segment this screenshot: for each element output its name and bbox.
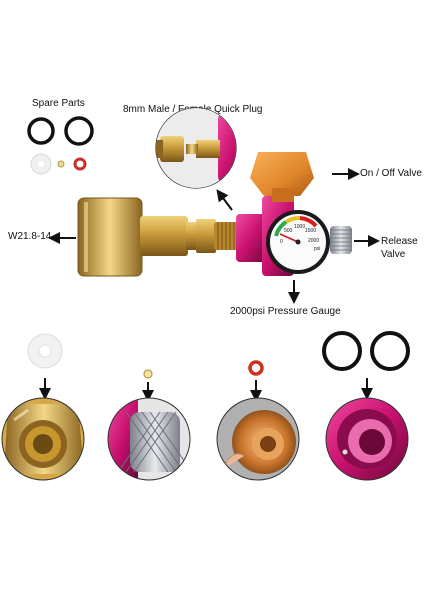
- quick-plug-zoom: [155, 107, 237, 189]
- on-off-valve-knob: [250, 152, 314, 196]
- closeup-brass-nut: [1, 397, 85, 481]
- gauge-tick-1000: 1000: [294, 224, 305, 230]
- brass-nut: [78, 198, 142, 276]
- arrow-quick-plug: [216, 189, 233, 211]
- thread-label: W21.8-14: [8, 231, 52, 242]
- closeup-knurled-knob: [107, 397, 191, 481]
- gauge-tick-2000: 2000: [308, 238, 319, 244]
- bottom-small-oring: [143, 369, 153, 379]
- release-valve-label-2: Valve: [381, 249, 406, 260]
- gauge-tick-0: 0: [280, 239, 283, 245]
- pressure-gauge-label: 2000psi Pressure Gauge: [230, 306, 341, 317]
- spare-parts-label: Spare Parts: [32, 98, 85, 109]
- regulator-assembly: 0 500 1000 1500 2000 psi: [77, 152, 352, 277]
- bottom-black-oring-2: [370, 331, 410, 371]
- closeup-magenta-port: [325, 397, 409, 481]
- release-valve-knob: [330, 226, 352, 254]
- gauge-tick-500: 500: [284, 228, 293, 234]
- closeup-coupler-interior: [216, 397, 300, 481]
- on-off-valve-label: On / Off Valve: [360, 168, 422, 179]
- gauge-unit: psi: [314, 246, 320, 252]
- bottom-red-oring: [248, 360, 264, 376]
- bottom-black-oring-1: [322, 331, 362, 371]
- gauge-tick-1500: 1500: [305, 228, 316, 234]
- spare-parts-group: [27, 116, 94, 175]
- release-valve-label-1: Release: [381, 236, 418, 247]
- bottom-white-washer: [27, 333, 63, 369]
